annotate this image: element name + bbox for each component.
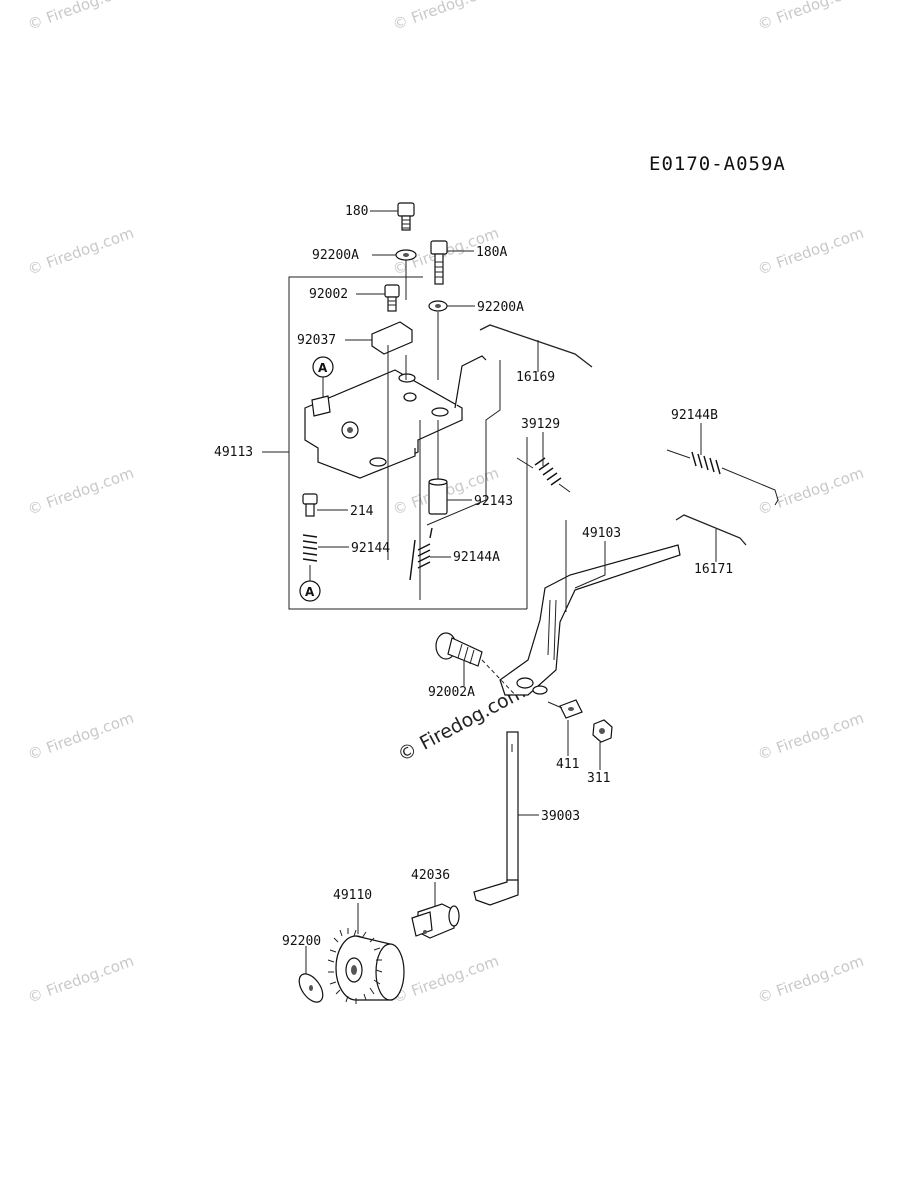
- control-bracket-49113: [304, 355, 487, 479]
- spring-39129: [516, 457, 571, 493]
- label-92037: 92037: [297, 333, 336, 348]
- watermark: © Firedog.com: [25, 952, 136, 1007]
- clip-92037: [371, 321, 413, 355]
- watermark: © Firedog.com: [390, 0, 501, 34]
- label-92144B: 92144B: [671, 408, 718, 423]
- bolt-180A: [430, 240, 448, 285]
- ref-a-bottom-label: A: [305, 585, 315, 599]
- label-92144A: 92144A: [453, 550, 500, 565]
- spring-92144A: [409, 527, 433, 581]
- watermark: © Firedog.com: [755, 224, 866, 279]
- assembly-boundary: [288, 276, 528, 610]
- watermark: © Firedog.com: [25, 464, 136, 519]
- ref-a-top-label: A: [318, 361, 328, 375]
- label-214: 214: [350, 504, 374, 519]
- governor-shaft-39003: [473, 731, 519, 906]
- label-180A: 180A: [476, 245, 507, 260]
- watermark: © Firedog.com: [25, 0, 136, 34]
- label-92002A: 92002A: [428, 685, 475, 700]
- governor-gear-49110: [327, 928, 405, 1004]
- label-16169: 16169: [516, 370, 555, 385]
- spring-92144B: [666, 449, 779, 506]
- label-49113: 49113: [214, 445, 253, 460]
- label-16171: 16171: [694, 562, 733, 577]
- label-39003: 39003: [541, 809, 580, 824]
- watermark: © Firedog.com: [755, 709, 866, 764]
- label-92200: 92200: [282, 934, 321, 949]
- washer-411: [559, 699, 583, 719]
- nut-311: [592, 719, 613, 743]
- spring-92144: [302, 534, 318, 562]
- sleeve-92143: [428, 478, 448, 515]
- rod-16171: [675, 514, 747, 546]
- diagram-code: E0170-A059A: [649, 153, 786, 175]
- watermark: © Firedog.com: [755, 0, 866, 34]
- watermark: © Firedog.com: [755, 952, 866, 1007]
- bolt-214: [302, 493, 318, 517]
- rod-16169: [479, 324, 593, 368]
- label-92200A-right: 92200A: [477, 300, 524, 315]
- label-311: 311: [587, 771, 610, 786]
- label-92144: 92144: [351, 541, 390, 556]
- governor-sleeve-42036: [411, 903, 460, 939]
- label-92200A-upper: 92200A: [312, 248, 359, 263]
- bolt-180: [397, 202, 415, 231]
- governor-lever-49103: [499, 520, 681, 696]
- label-411: 411: [556, 757, 579, 772]
- watermark: © Firedog.com: [390, 952, 501, 1007]
- watermark: © Firedog.com: [25, 224, 136, 279]
- label-42036: 42036: [411, 868, 450, 883]
- label-39129: 39129: [521, 417, 560, 432]
- bolt-92002A: [435, 632, 483, 667]
- label-180: 180: [345, 204, 368, 219]
- watermark: © Firedog.com: [25, 709, 136, 764]
- leader-49103: [574, 541, 606, 589]
- watermark: © Firedog.com: [755, 464, 866, 519]
- washer-92200: [298, 973, 324, 1003]
- label-49110: 49110: [333, 888, 372, 903]
- label-92002: 92002: [309, 287, 348, 302]
- label-92143: 92143: [474, 494, 513, 509]
- label-49103: 49103: [582, 526, 621, 541]
- bolt-92002: [384, 284, 400, 312]
